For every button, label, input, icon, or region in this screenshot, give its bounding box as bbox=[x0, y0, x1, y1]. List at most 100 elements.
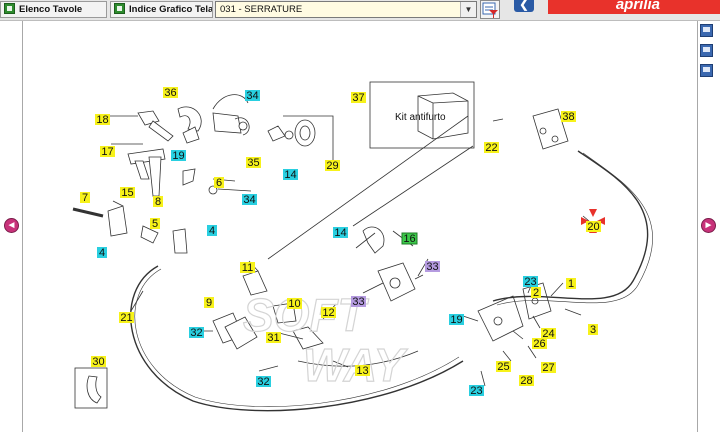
part-callout-number: 19 bbox=[450, 314, 462, 326]
tab-elenco-tavole[interactable]: Elenco Tavole bbox=[0, 1, 107, 18]
part-callout-19[interactable]: 19 bbox=[449, 314, 464, 326]
print-icon[interactable] bbox=[700, 24, 713, 37]
part-callout-bg bbox=[586, 221, 601, 232]
part-callout-26[interactable]: 26 bbox=[532, 338, 547, 350]
part-callout-bg bbox=[351, 296, 366, 307]
part-callout-bg bbox=[333, 227, 348, 238]
filter-button[interactable] bbox=[480, 0, 500, 19]
part-callout-14[interactable]: 14 bbox=[283, 169, 298, 181]
part-callout-bg bbox=[351, 92, 366, 103]
part-callout-1[interactable]: 1 bbox=[566, 278, 576, 290]
previous-table-button[interactable]: ◄ bbox=[4, 218, 19, 233]
part-callout-4[interactable]: 4 bbox=[97, 247, 107, 259]
part-callout-34[interactable]: 34 bbox=[242, 194, 257, 206]
arrow-right-icon: ► bbox=[703, 220, 714, 231]
part-callout-27[interactable]: 27 bbox=[541, 362, 556, 374]
part-callout-12[interactable]: 12 bbox=[321, 307, 336, 319]
cart-icon[interactable] bbox=[700, 64, 713, 77]
part-callout-18[interactable]: 18 bbox=[95, 114, 110, 126]
filter-icon bbox=[482, 2, 498, 18]
part-callout-number: 23 bbox=[524, 276, 536, 288]
part-callout-11[interactable]: 11 bbox=[240, 262, 255, 274]
part-callout-number: 31 bbox=[267, 332, 279, 344]
part-callout-23[interactable]: 23 bbox=[469, 385, 484, 397]
part-callout-10[interactable]: 10 bbox=[287, 298, 302, 310]
part-callout-5[interactable]: 5 bbox=[150, 218, 160, 230]
part-callout-bg bbox=[484, 142, 499, 153]
part-callout-30[interactable]: 30 bbox=[91, 356, 106, 368]
part-callout-9[interactable]: 9 bbox=[204, 297, 214, 309]
part-callout-bg bbox=[171, 150, 186, 161]
part-callout-number: 15 bbox=[121, 187, 133, 199]
part-callout-28[interactable]: 28 bbox=[519, 375, 534, 387]
part-callout-25[interactable]: 25 bbox=[496, 361, 511, 373]
part-callout-32[interactable]: 32 bbox=[189, 327, 204, 339]
part-callout-15[interactable]: 15 bbox=[120, 187, 135, 199]
table-select[interactable]: 031 - SERRATURE ▼ bbox=[215, 1, 477, 18]
part-callout-33[interactable]: 33 bbox=[425, 261, 440, 273]
part-callout-number: 1 bbox=[568, 278, 574, 290]
part-callout-number: 25 bbox=[497, 361, 509, 373]
part-callout-16[interactable]: 16 bbox=[401, 232, 418, 245]
part-callout-number: 38 bbox=[562, 111, 574, 123]
part-callout-35[interactable]: 35 bbox=[246, 157, 261, 169]
part-callout-23[interactable]: 23 bbox=[523, 276, 538, 288]
part-callout-2[interactable]: 2 bbox=[531, 287, 541, 299]
part-callout-bg bbox=[207, 225, 217, 236]
part-callout-21[interactable]: 21 bbox=[119, 312, 134, 324]
part-callout-bg bbox=[532, 338, 547, 349]
part-callout-7[interactable]: 7 bbox=[80, 192, 90, 204]
part-callout-bg bbox=[469, 385, 484, 396]
part-callout-17[interactable]: 17 bbox=[100, 146, 115, 158]
next-table-button[interactable]: ► bbox=[701, 218, 716, 233]
part-callout-bg bbox=[240, 262, 255, 273]
part-callout-37[interactable]: 37 bbox=[351, 92, 366, 104]
part-callout-13[interactable]: 13 bbox=[355, 365, 370, 377]
part-callout-bg bbox=[246, 157, 261, 168]
part-callout-bg bbox=[355, 365, 370, 376]
tab-elenco-tavole-label: Elenco Tavole bbox=[19, 4, 83, 15]
tab-indice-grafico-telaio[interactable]: Indice Grafico Telaio bbox=[110, 1, 213, 18]
part-callout-38[interactable]: 38 bbox=[561, 111, 576, 123]
part-callout-bg bbox=[91, 356, 106, 367]
part-callout-34[interactable]: 34 bbox=[245, 90, 260, 102]
part-callout-19[interactable]: 19 bbox=[171, 150, 186, 162]
part-callout-4[interactable]: 4 bbox=[207, 225, 217, 237]
part-callout-number: 11 bbox=[242, 262, 253, 274]
back-button[interactable]: ❮ bbox=[514, 0, 534, 12]
part-callout-bg bbox=[189, 327, 204, 338]
part-callout-number: 3 bbox=[590, 324, 596, 336]
part-callout-bg bbox=[100, 146, 115, 157]
part-callout-3[interactable]: 3 bbox=[588, 324, 598, 336]
part-callout-number: 8 bbox=[155, 196, 161, 208]
zoom-icon[interactable] bbox=[700, 44, 713, 57]
part-callout-8[interactable]: 8 bbox=[153, 196, 163, 208]
right-tool-strip: ► bbox=[697, 21, 720, 432]
part-callout-number: 16 bbox=[403, 233, 415, 245]
part-callout-bg bbox=[401, 232, 418, 245]
part-callout-36[interactable]: 36 bbox=[163, 87, 178, 99]
part-callout-33[interactable]: 33 bbox=[351, 296, 366, 308]
chevron-down-icon[interactable]: ▼ bbox=[460, 2, 476, 17]
part-callout-24[interactable]: 24 bbox=[541, 328, 556, 340]
part-callout-31[interactable]: 31 bbox=[266, 332, 281, 344]
part-callout-29[interactable]: 29 bbox=[325, 160, 340, 172]
left-nav-strip: ◄ bbox=[0, 21, 23, 432]
part-callout-bg bbox=[97, 247, 107, 258]
tab-indice-grafico-telaio-label: Indice Grafico Telaio bbox=[129, 4, 213, 15]
part-callout-32[interactable]: 32 bbox=[256, 376, 271, 388]
part-callout-6[interactable]: 6 bbox=[214, 177, 224, 189]
part-callout-22[interactable]: 22 bbox=[484, 142, 499, 154]
part-callout-bg bbox=[321, 307, 336, 318]
part-callout-14[interactable]: 14 bbox=[333, 227, 348, 239]
part-callout-bg bbox=[266, 332, 281, 343]
part-callout-number: 32 bbox=[190, 327, 202, 339]
part-callout-number: 23 bbox=[470, 385, 482, 397]
part-callout-bg bbox=[541, 362, 556, 373]
part-callout-number: 36 bbox=[164, 87, 176, 99]
part-callout-20[interactable]: 20 bbox=[586, 221, 601, 233]
part-callout-number: 17 bbox=[101, 146, 113, 158]
part-callout-number: 4 bbox=[99, 247, 105, 259]
part-callout-number: 33 bbox=[352, 296, 364, 308]
